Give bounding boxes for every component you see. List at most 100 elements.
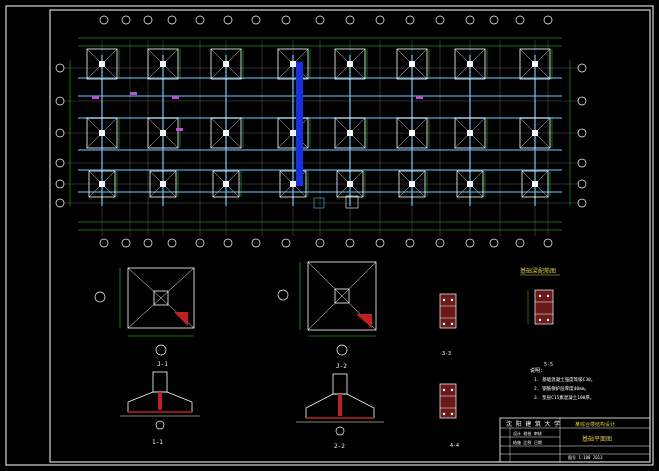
footing-0-2: [88, 170, 116, 198]
axis-bubble-bottom-11: [405, 238, 415, 248]
axis-bubble-top-16: [543, 15, 553, 25]
axis-bubble-top-5: [223, 15, 233, 25]
section-2-2: 2-2: [296, 373, 384, 450]
axis-bubble-top-0: [99, 15, 109, 25]
axis-bubble-bottom-6: [251, 238, 261, 248]
axis-bubble-right-2: [577, 128, 587, 138]
s44-label: 4-4: [450, 443, 459, 449]
column-6-0: [467, 61, 473, 67]
section-1-1: 1-1: [120, 371, 200, 446]
s11-label: 1-1: [152, 439, 163, 446]
footing-5-1: [396, 117, 428, 149]
footing-3-0: [277, 48, 309, 80]
magenta-mark-4: [416, 96, 423, 99]
footing-2-2: [212, 170, 240, 198]
footing-4-1: [334, 117, 366, 149]
column-0-1: [99, 130, 105, 136]
footing-7-1: [519, 117, 551, 149]
axis-bubble-left-1: [55, 96, 65, 106]
column-0-2: [99, 181, 105, 187]
footing-2-1: [210, 117, 242, 149]
pit-detail-2: [345, 195, 359, 209]
axis-bubble-bottom-7: [281, 238, 291, 248]
axis-bubble-top-6: [251, 15, 261, 25]
axis-bubble-top-9: [345, 15, 355, 25]
footing-0-0: [86, 48, 118, 80]
axis-bubble-bottom-2: [143, 238, 153, 248]
footing-6-0: [454, 48, 486, 80]
axis-bubble-top-11: [405, 15, 415, 25]
axis-bubble-top-7: [281, 15, 291, 25]
project-name: 某综合楼结构设计: [575, 421, 615, 428]
footing-5-0: [396, 48, 428, 80]
tb-row1: 设计 校核 审核: [513, 430, 542, 436]
axis-bubble-top-4: [195, 15, 205, 25]
s22-label: 2-2: [334, 443, 345, 450]
column-2-1: [223, 130, 229, 136]
axis-bubble-top-14: [489, 15, 499, 25]
note-1: 1. 基础混凝土强度等级C30。: [534, 376, 595, 383]
footing-4-2: [336, 170, 364, 198]
tb-row2: 结施 比例 日期: [513, 439, 542, 445]
s33-label: 3-3: [442, 351, 451, 357]
magenta-mark-1: [130, 92, 137, 95]
column-5-2: [409, 181, 415, 187]
axis-bubble-bottom-12: [435, 238, 445, 248]
column-1-0: [160, 61, 166, 67]
axis-bubble-bottom-16: [543, 238, 553, 248]
column-5-1: [409, 130, 415, 136]
column-7-1: [532, 130, 538, 136]
inner-frame: [49, 9, 651, 463]
notes-title: 说明:: [530, 367, 543, 374]
section-5-5: 基础梁配筋图 5-5: [520, 267, 560, 368]
axis-bubble-top-8: [315, 15, 325, 25]
footing-j1-plan: J-1: [94, 267, 195, 368]
axis-bubble-top-3: [167, 15, 177, 25]
note-3: 3. 垫层C15素混凝土100厚。: [534, 394, 594, 401]
beam-detail-title: 基础梁配筋图: [520, 267, 556, 275]
axis-bubble-top-10: [375, 15, 385, 25]
column-6-2: [467, 181, 473, 187]
axis-bubble-bottom-8: [315, 238, 325, 248]
footing-6-2: [456, 170, 484, 198]
drawing-name: 基础平面图: [582, 435, 612, 443]
footing-3-1: [277, 117, 309, 149]
footing-1-2: [149, 170, 177, 198]
footing-6-1: [454, 117, 486, 149]
column-1-1: [160, 130, 166, 136]
column-1-2: [160, 181, 166, 187]
school-name: 沈 阳 建 筑 大 学: [506, 420, 560, 428]
axis-bubble-top-12: [435, 15, 445, 25]
foundation-plan: [55, 15, 587, 248]
title-block: 沈 阳 建 筑 大 学 某综合楼结构设计 基础平面图 设计 校核 审核 结施 比…: [499, 417, 651, 463]
axis-bubble-bottom-13: [465, 238, 475, 248]
column-4-1: [347, 130, 353, 136]
footing-j2-plan: J-2: [277, 261, 377, 370]
axis-bubble-right-5: [577, 198, 587, 208]
general-notes: 说明: 1. 基础混凝土强度等级C30。 2. 钢筋保护层厚度40mm。 3. …: [530, 367, 595, 401]
pit-detail-1: [313, 197, 325, 209]
axis-bubble-left-5: [55, 198, 65, 208]
column-4-0: [347, 61, 353, 67]
footing-3-2: [279, 170, 307, 198]
column-6-1: [467, 130, 473, 136]
axis-bubble-right-0: [577, 63, 587, 73]
outer-frame: [5, 5, 654, 466]
axis-bubble-top-15: [515, 15, 525, 25]
column-3-2: [290, 181, 296, 187]
axis-bubble-left-0: [55, 63, 65, 73]
column-4-2: [347, 181, 353, 187]
column-0-0: [99, 61, 105, 67]
footing-1-1: [147, 117, 179, 149]
axis-bubble-bottom-3: [167, 238, 177, 248]
axis-bubble-top-13: [465, 15, 475, 25]
footing-5-2: [398, 170, 426, 198]
section-4-4: 4-4: [439, 383, 459, 449]
section-3-3: 3-3: [439, 293, 457, 357]
axis-bubble-left-4: [55, 179, 65, 189]
axis-bubble-bottom-10: [375, 238, 385, 248]
column-5-0: [409, 61, 415, 67]
axis-bubble-bottom-1: [121, 238, 131, 248]
column-7-2: [532, 181, 538, 187]
